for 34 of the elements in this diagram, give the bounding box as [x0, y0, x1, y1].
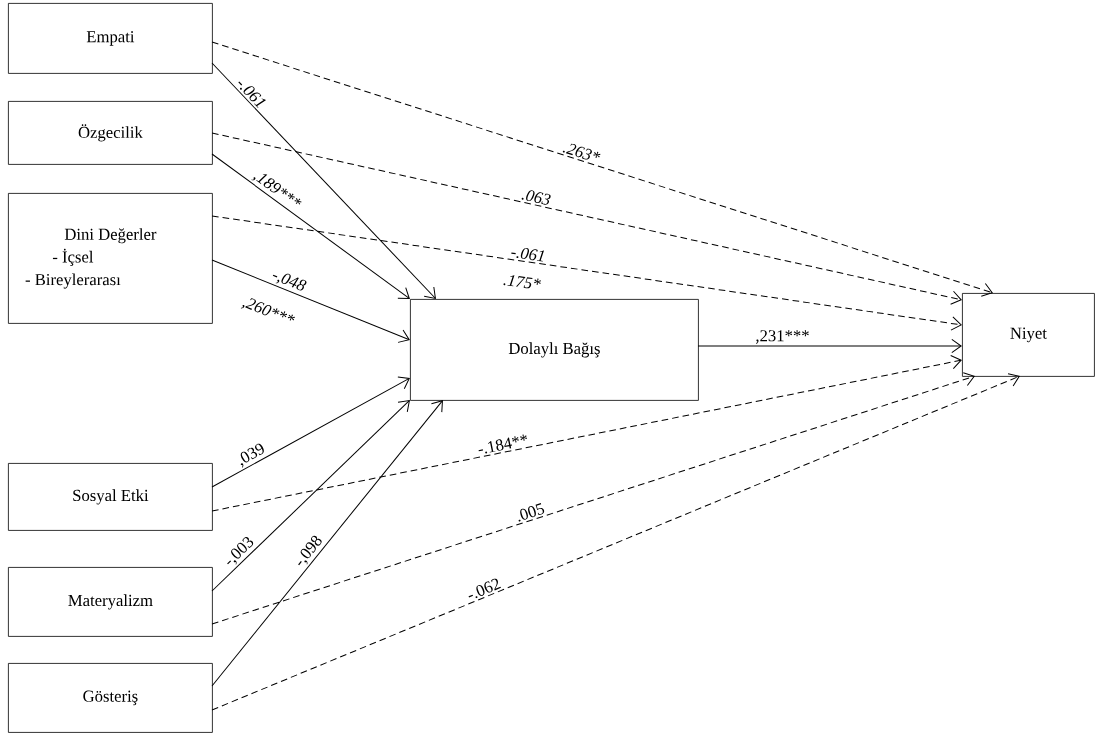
path-arrow: [211, 215, 962, 331]
variable-box: Dini Değerler - İçsel - Bireylerarası: [8, 193, 213, 324]
coefficient-label: -,003: [227, 536, 254, 565]
coefficient-label: -.062: [468, 578, 501, 599]
path-arrow: [211, 372, 975, 625]
path-arrow: [211, 400, 443, 687]
coefficient-label: ,260***: [240, 298, 295, 321]
path-arrow: [211, 41, 993, 297]
coefficient-label: -.061: [238, 81, 266, 108]
coefficient-label: .263*: [562, 143, 601, 160]
coefficient-label: .005: [518, 503, 545, 522]
variable-box: Gösteriş: [8, 663, 213, 733]
coefficient-label: -.184**: [478, 434, 527, 454]
variable-box: Materyalizm: [8, 567, 213, 637]
path-arrow: [211, 62, 436, 299]
coefficient-label: -.061: [511, 248, 544, 262]
path-arrow: [211, 153, 410, 299]
path-arrow: [211, 400, 410, 592]
coefficient-label: ,231***: [756, 330, 809, 344]
variable-box: Özgecilik: [8, 101, 213, 165]
coefficient-label: -,048: [272, 273, 307, 291]
coefficient-label: .175*: [503, 275, 541, 289]
path-arrow: [211, 376, 410, 488]
variable-box: Empati: [8, 3, 213, 74]
path-arrow: [697, 338, 962, 354]
variable-box: Dolaylı Bağış: [410, 299, 699, 401]
path-arrow: [211, 355, 962, 512]
variable-box: Niyet: [962, 293, 1095, 377]
path-arrow: [211, 259, 410, 343]
path-arrow: [211, 132, 962, 305]
coefficient-label: .063: [521, 190, 551, 205]
path-arrow: [211, 373, 1020, 711]
variable-box: Sosyal Etki: [8, 463, 213, 531]
coefficient-label: ,039: [240, 443, 264, 468]
